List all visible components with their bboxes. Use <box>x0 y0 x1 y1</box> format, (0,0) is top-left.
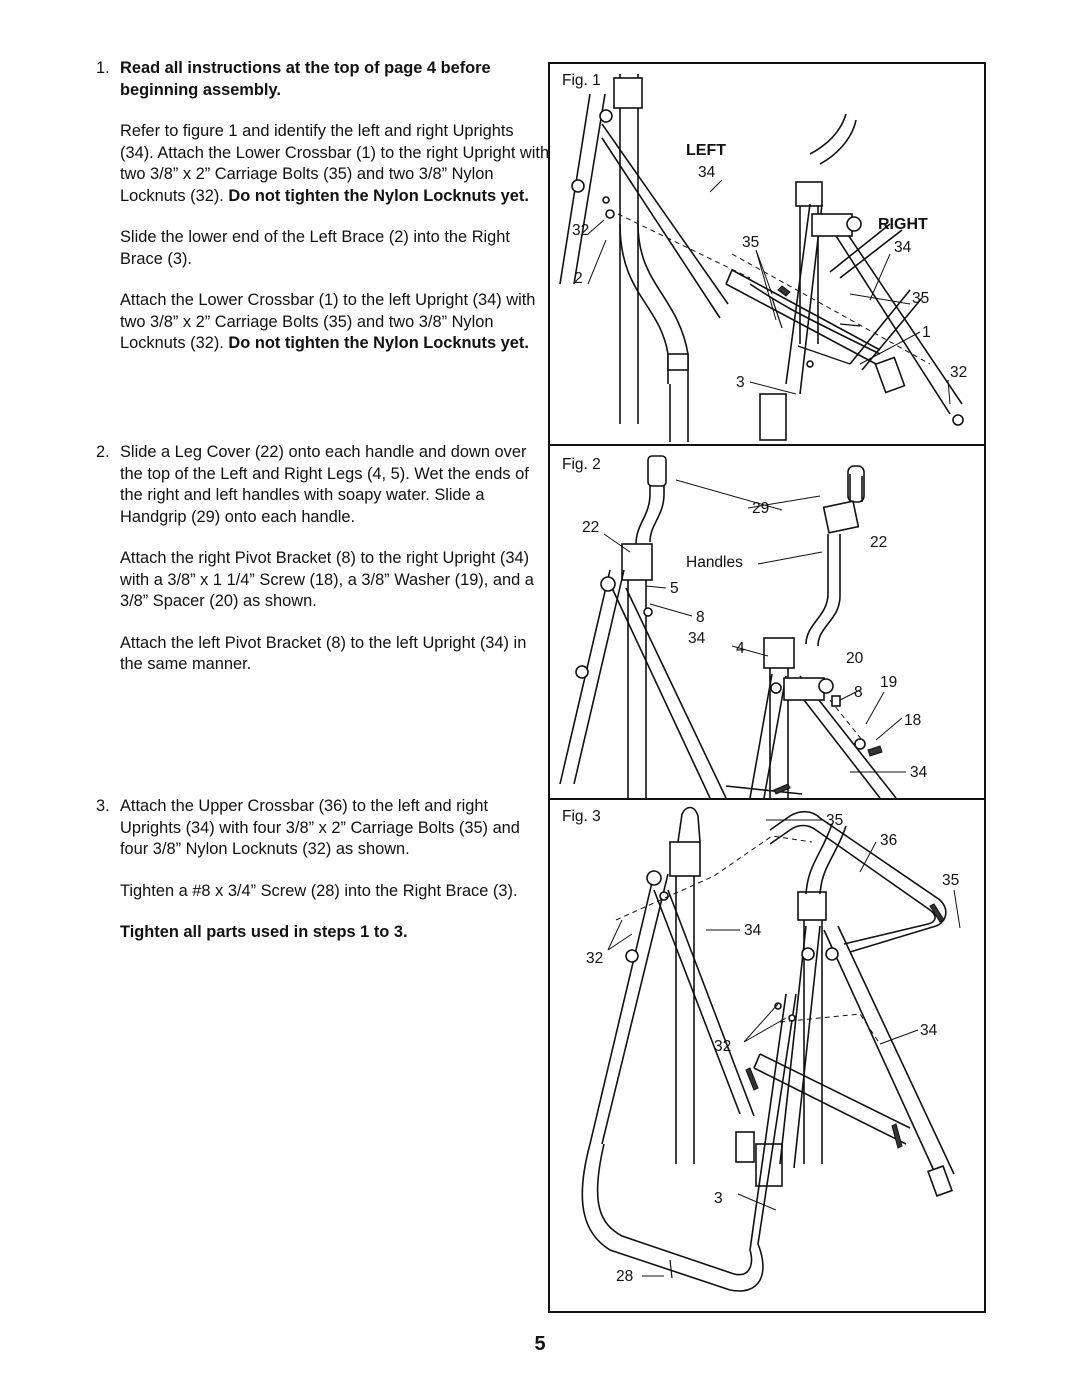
callout-35: 35 <box>912 290 930 307</box>
callout-18: 18 <box>904 712 922 729</box>
figure-divider <box>550 444 984 446</box>
callout-34: 34 <box>894 239 912 256</box>
step-paragraph: Slide a Leg Cover (22) onto each handle … <box>120 443 529 526</box>
callout-3: 3 <box>736 374 745 391</box>
callout-32: 32 <box>714 1038 732 1055</box>
warning-text: Do not tighten the Nylon Locknuts yet. <box>228 186 529 205</box>
callout-5: 5 <box>670 580 679 597</box>
callout-22: 22 <box>582 519 600 536</box>
page-number: 5 <box>534 1333 546 1355</box>
figure-1-drawing <box>559 74 964 442</box>
step-tighten-note: Tighten all parts used in steps 1 to 3. <box>120 923 408 941</box>
figure-3-label: Fig. 3 <box>562 808 601 825</box>
leader-lines <box>587 179 961 1277</box>
step-paragraph: Tighten a #8 x 3/4” Screw (28) into the … <box>120 881 518 900</box>
figure-2-drawing <box>559 455 897 799</box>
callout-32: 32 <box>950 364 968 381</box>
figure-2-label: Fig. 2 <box>562 456 601 473</box>
callout-8: 8 <box>854 684 863 701</box>
assembly-illustrations <box>559 74 964 1292</box>
step-paragraph: Attach the Upper Crossbar (36) to the le… <box>120 797 520 858</box>
step-heading: Read all instructions at the top of page… <box>120 59 491 99</box>
warning-text: Do not tighten the Nylon Locknuts yet. <box>228 334 529 352</box>
callout-35: 35 <box>826 812 844 829</box>
callout-28: 28 <box>616 1268 634 1285</box>
callout-2: 2 <box>574 270 583 287</box>
callout-1: 1 <box>922 324 931 341</box>
step-3: 3. Attach the Upper Crossbar (36) to the… <box>96 796 550 944</box>
figure-1-label: Fig. 1 <box>562 72 601 89</box>
step-paragraph: Slide the lower end of the Left Brace (2… <box>120 228 510 268</box>
callout-3: 3 <box>714 1190 723 1207</box>
callout-handles: Handles <box>686 554 743 571</box>
step-2: 2. Slide a Leg Cover (22) onto each hand… <box>96 442 550 676</box>
callout-34: 34 <box>910 764 928 781</box>
callout-20: 20 <box>846 650 864 667</box>
callout-32: 32 <box>586 950 604 967</box>
step-1: 1. Read all instructions at the top of p… <box>96 58 550 355</box>
figure-frame: Fig. 1 LEFT 34 32 35 RIGHT 34 2 35 1 3 3… <box>548 62 986 1313</box>
step-number: 2. <box>96 443 110 461</box>
callout-left: LEFT <box>686 142 726 159</box>
callout-29: 29 <box>752 500 770 517</box>
callout-36: 36 <box>880 832 898 849</box>
callout-34: 34 <box>744 922 762 939</box>
callout-19: 19 <box>880 674 898 691</box>
callout-34: 34 <box>920 1022 938 1039</box>
step-paragraph: Refer to figure 1 and identify the left … <box>120 121 550 207</box>
callout-right: RIGHT <box>878 216 928 233</box>
step-paragraph: Attach the left Pivot Bracket (8) to the… <box>120 633 527 674</box>
callout-22: 22 <box>870 534 888 551</box>
callout-8: 8 <box>696 609 705 626</box>
step-number: 3. <box>96 797 110 815</box>
callout-35: 35 <box>942 872 960 889</box>
paragraph-text: Refer to figure 1 and identify the left … <box>120 122 550 205</box>
step-paragraph: Attach the right Pivot Bracket (8) to th… <box>120 549 534 610</box>
callout-32: 32 <box>572 222 590 239</box>
callout-34: 34 <box>698 164 716 181</box>
callout-35: 35 <box>742 234 760 251</box>
paragraph-text: Attach the Lower Crossbar (1) to the lef… <box>120 291 536 352</box>
step-paragraph: Attach the Lower Crossbar (1) to the lef… <box>120 290 550 355</box>
figure-3-drawing <box>581 783 955 1292</box>
callout-34: 34 <box>688 630 706 647</box>
figure-divider <box>550 798 984 800</box>
step-number: 1. <box>96 59 110 77</box>
